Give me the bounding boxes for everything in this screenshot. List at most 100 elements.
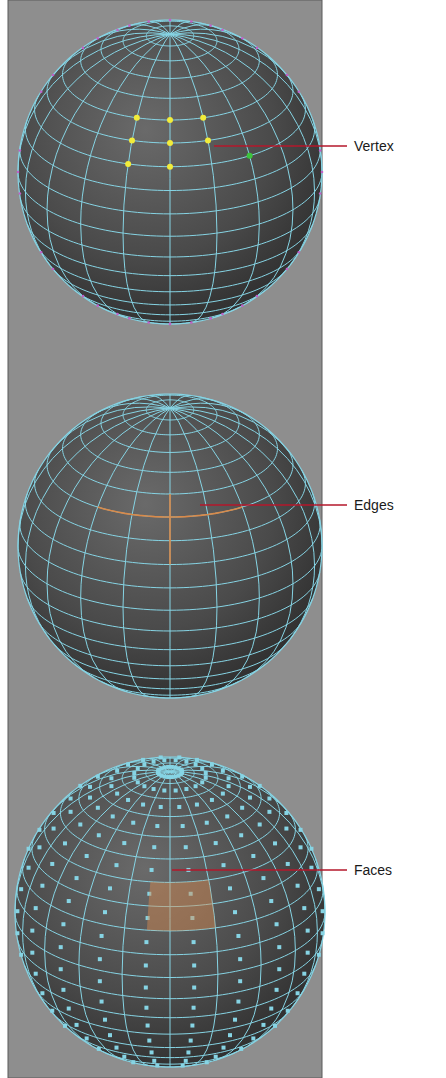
face-center <box>299 845 303 849</box>
face-center <box>109 784 113 788</box>
vertex-dot <box>286 268 289 271</box>
vertex-dot <box>298 251 301 254</box>
face-center <box>205 1060 209 1064</box>
selected-edge <box>169 494 171 565</box>
face-center <box>166 765 170 769</box>
face-center <box>214 1055 218 1059</box>
face-center <box>15 909 19 913</box>
face-center <box>96 806 100 810</box>
face-center <box>273 841 277 845</box>
face-center <box>248 785 252 789</box>
face-center <box>61 922 65 926</box>
selected-edge <box>170 507 242 517</box>
wire-sphere <box>17 19 324 325</box>
face-center <box>238 979 242 983</box>
face-center <box>184 845 188 849</box>
face-center <box>37 845 41 849</box>
face-center <box>277 945 281 949</box>
leader-line <box>172 869 347 870</box>
face-center <box>228 886 232 890</box>
vertex-dot <box>96 304 99 307</box>
face-center <box>192 986 196 990</box>
face-center <box>192 963 196 967</box>
face-center <box>155 1064 159 1068</box>
face-center <box>221 769 225 773</box>
vertex-dot <box>52 74 55 77</box>
face-center <box>152 845 156 849</box>
vertex-dot <box>298 90 301 93</box>
vertex-dot <box>286 74 289 77</box>
face-center <box>115 769 119 773</box>
face-center <box>184 760 188 764</box>
face-center <box>50 1009 54 1013</box>
face-center <box>40 991 44 995</box>
face-center <box>184 1059 188 1063</box>
face-center <box>227 776 231 780</box>
face-center <box>258 784 262 788</box>
face-center <box>147 1039 151 1043</box>
face-center <box>162 758 166 762</box>
face-center <box>132 771 136 775</box>
face-center <box>302 906 306 910</box>
face-center <box>284 811 288 815</box>
face-center <box>284 827 288 831</box>
vertex-dot <box>128 24 131 27</box>
face-center <box>96 775 100 779</box>
face-center <box>63 1024 67 1028</box>
face-center <box>100 1000 104 1004</box>
vertex-dot <box>40 251 43 254</box>
face-center <box>122 1055 126 1059</box>
vertex-dot <box>82 47 85 50</box>
face-center <box>177 805 181 809</box>
face-center <box>306 929 310 933</box>
leader-line <box>214 145 347 146</box>
selected-vertex <box>167 117 173 123</box>
face-center <box>75 1023 79 1027</box>
face-center <box>144 1006 148 1010</box>
face-center <box>144 963 148 967</box>
face-center <box>69 810 73 814</box>
face-center <box>210 798 214 802</box>
selected-vertex <box>125 161 131 167</box>
face-center <box>159 805 163 809</box>
face-center <box>88 796 92 800</box>
vertex-dot <box>116 29 119 32</box>
face-center <box>194 763 198 767</box>
vertex-dot <box>256 295 259 298</box>
face-center <box>115 792 119 796</box>
face-center <box>155 824 159 828</box>
face-center <box>192 940 196 944</box>
face-center <box>204 771 208 775</box>
face-center <box>97 833 101 837</box>
vertex-dot <box>169 19 172 22</box>
face-center <box>150 868 154 872</box>
face-center <box>114 1046 118 1050</box>
face-center <box>122 841 126 845</box>
wire-grid <box>18 394 322 698</box>
face-center <box>152 760 156 764</box>
wire-grid <box>15 757 325 1067</box>
face-center <box>189 1039 193 1043</box>
face-center <box>195 758 199 762</box>
face-center <box>108 1033 112 1037</box>
wire-grid <box>18 20 322 324</box>
face-center <box>34 972 38 976</box>
face-center <box>240 775 244 779</box>
sphere-body <box>18 20 322 324</box>
face-center <box>296 884 300 888</box>
face-center <box>52 827 56 831</box>
face-center <box>205 821 209 825</box>
vertex-dot <box>221 29 224 32</box>
vertex-dot <box>221 313 224 316</box>
face-center <box>227 784 231 788</box>
face-center <box>317 953 321 957</box>
selected-face <box>147 880 216 931</box>
face-center <box>126 798 130 802</box>
vertex-dot <box>19 192 22 195</box>
face-center <box>109 776 113 780</box>
face-center <box>97 1047 101 1051</box>
face-center <box>40 884 44 888</box>
vertex-dot <box>17 171 20 174</box>
face-center <box>114 863 118 867</box>
